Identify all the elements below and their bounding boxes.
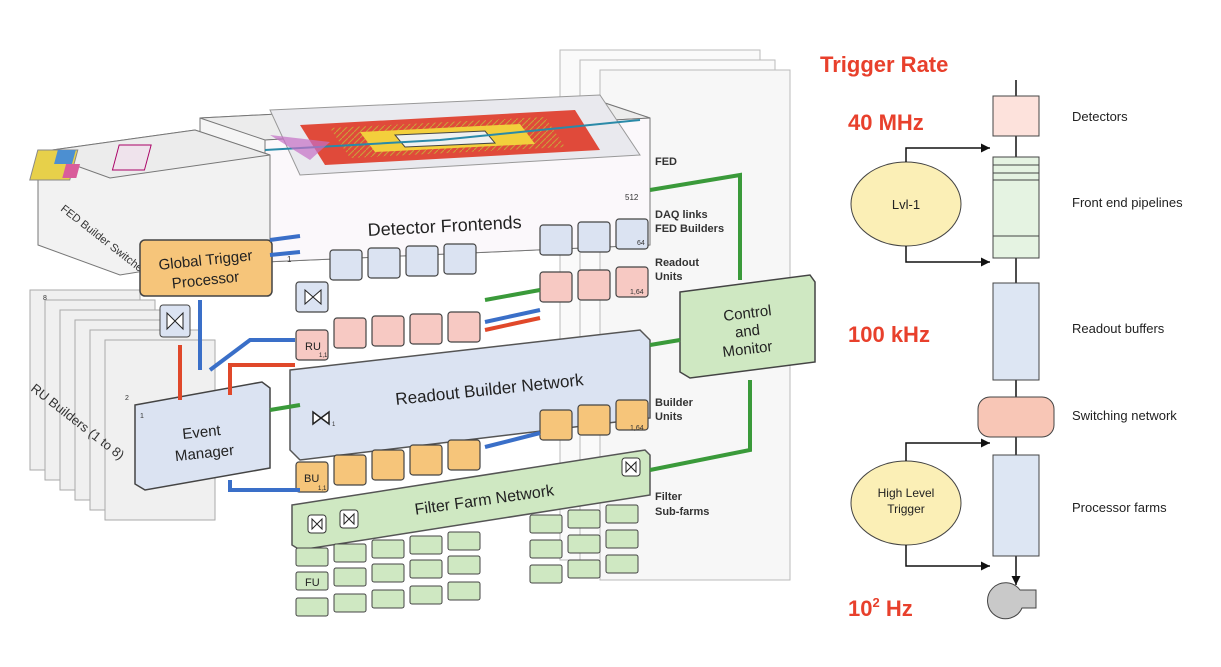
n64-label: 64: [637, 240, 645, 247]
one-label-c: 1: [140, 413, 144, 420]
green-arrows: [269, 172, 752, 472]
hlt-line2: Trigger: [887, 502, 925, 516]
stage-readout: Readout buffers: [1072, 321, 1165, 336]
units-label-a: Units: [655, 271, 683, 283]
blue-arrows: [198, 234, 541, 492]
filter-farm-network-block: Filter Farm Network: [291, 449, 651, 551]
front-end-pipelines-box: [992, 156, 1040, 259]
stage-switching: Switching network: [1072, 408, 1177, 423]
rate-40mhz: 40 MHz: [848, 110, 924, 135]
n164-label-a: 1,64: [630, 289, 644, 296]
ru-label: RU: [305, 341, 321, 353]
readout-buffers-box: [992, 282, 1040, 381]
lvl1-label: Lvl-1: [892, 197, 920, 212]
event-manager-line2: Manager: [174, 442, 235, 465]
hlt-line1: High Level: [878, 486, 935, 500]
daq-links-label: DAQ links: [655, 209, 708, 221]
detector-crosssection-image: [264, 94, 641, 176]
readout-label: Readout: [655, 257, 699, 269]
stage-detectors: Detectors: [1072, 109, 1128, 124]
rate-100khz: 100 kHz: [848, 322, 930, 347]
trigger-flow: Trigger Rate 40 MHz 100 kHz 102 Hz Lvl-1…: [820, 52, 1183, 621]
global-trigger-processor-box: Global Trigger Processor: [139, 239, 273, 297]
event-manager-line1: Event: [182, 422, 223, 443]
subfarms-label: Sub-farms: [655, 506, 709, 518]
trigger-rate-title: Trigger Rate: [820, 52, 948, 77]
control-monitor-line3: Monitor: [722, 338, 774, 361]
fed-builders-label: FED Builders: [655, 223, 724, 235]
switching-network-box: [977, 396, 1055, 438]
filter-units-grid: [295, 504, 639, 617]
bu-label: BU: [304, 473, 319, 485]
fu-label: FU: [305, 577, 320, 589]
one-label-b: 1: [332, 422, 336, 428]
n164-label-b: 1,64: [630, 425, 644, 432]
processor-farms-box: [992, 454, 1040, 557]
red-arrows: [178, 316, 541, 400]
detectors-box: [992, 95, 1040, 137]
readout-units-row: [295, 266, 649, 361]
eight-label: 8: [43, 295, 47, 302]
trigger-grid-image: [29, 144, 152, 181]
fed-switch-icon: [304, 288, 322, 306]
units-label-b: Units: [655, 411, 683, 423]
global-trigger-slab: FED Builder Switches: [29, 129, 271, 278]
rbn-switch-icon: [312, 410, 330, 426]
ru-sub-label: 1,1: [319, 353, 328, 359]
control-monitor-line2: and: [734, 322, 761, 342]
global-trigger-line2: Processor: [171, 269, 240, 293]
storage-icon: [987, 582, 1037, 620]
side-labels: FED DAQ links FED Builders Readout Units…: [655, 156, 724, 518]
builder-label: Builder: [655, 397, 694, 409]
fed-builder-row: [295, 218, 649, 313]
cms-daq-schematic: Detector Frontends 512 1 64: [28, 49, 816, 617]
fed-label: FED: [655, 156, 677, 168]
bu-sub-label: 1,1: [318, 486, 327, 492]
stage-processor: Processor farms: [1072, 500, 1167, 515]
event-manager-box: Event Manager 1: [134, 381, 271, 491]
filter-label: Filter: [655, 491, 683, 503]
builder-units-row: [295, 399, 649, 493]
one-label-a: 1: [287, 255, 292, 264]
control-monitor-box: Control and Monitor: [679, 274, 816, 379]
stage-front-end: Front end pipelines: [1072, 195, 1183, 210]
control-monitor-line1: Control: [722, 302, 772, 325]
two-label: 2: [125, 395, 129, 402]
n512-label: 512: [625, 193, 639, 202]
rate-100hz: 102 Hz: [848, 595, 913, 621]
